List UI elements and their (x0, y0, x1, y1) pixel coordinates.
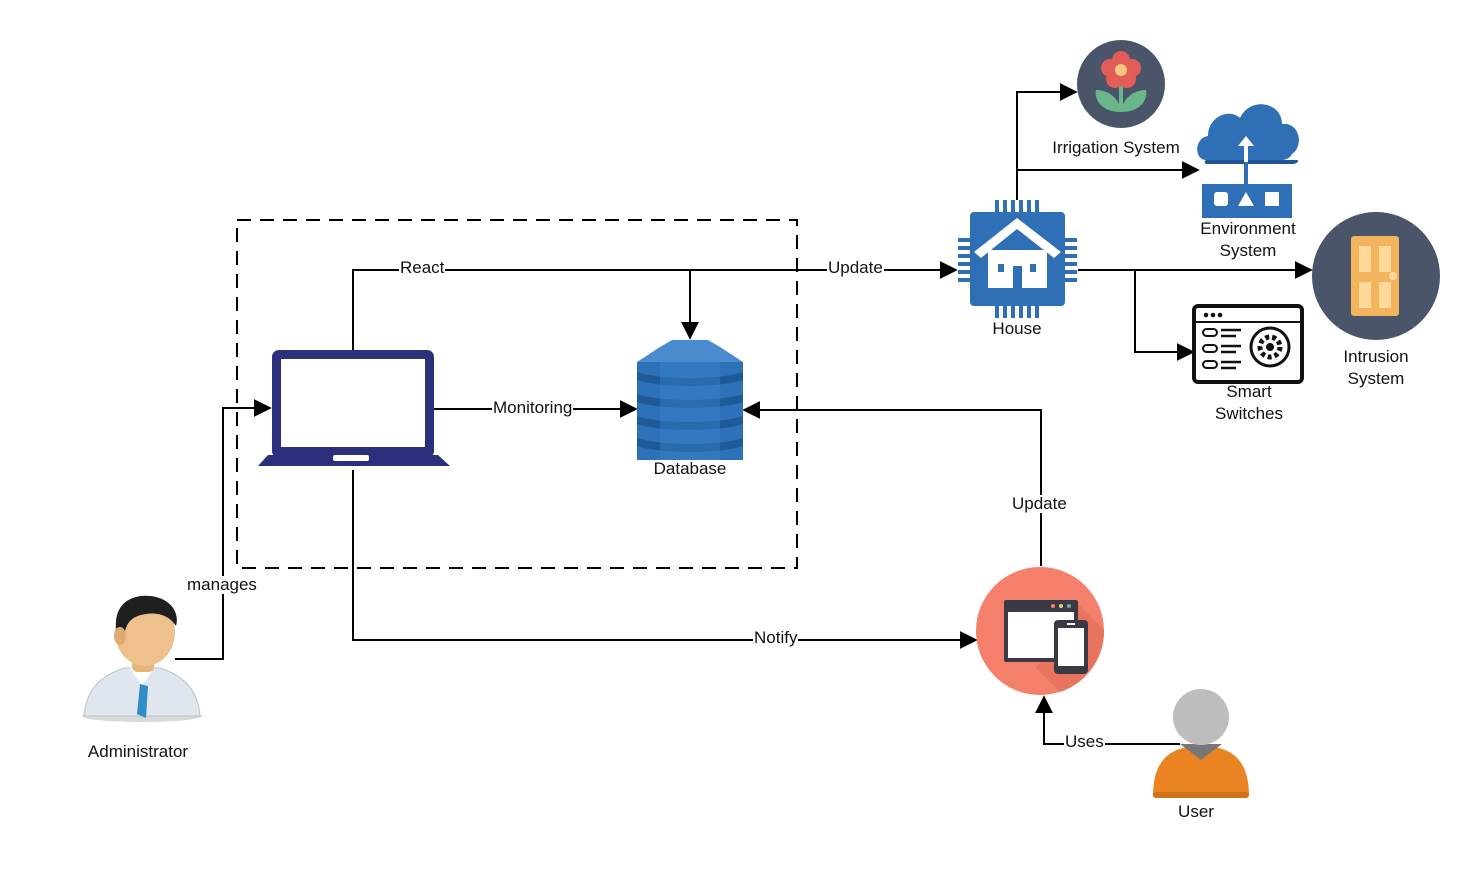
edge-notify (352, 470, 978, 649)
edge-label-react: React (399, 258, 446, 277)
house-chip-icon (958, 200, 1077, 318)
switches-label-line2: Switches (1214, 404, 1284, 423)
laptop-icon (258, 350, 450, 466)
edge-manages (175, 399, 272, 660)
browser-mobile-icon (976, 567, 1105, 695)
switches-label: Smart Switches (1189, 381, 1309, 425)
edge-label-notify: Notify (753, 628, 799, 647)
edge-label-update-house: Update (827, 258, 884, 277)
edge-label-uses: Uses (1064, 732, 1105, 751)
edge-label-monitoring: Monitoring (492, 398, 574, 417)
control-panel-icon (1192, 304, 1304, 384)
environment-label-line1: Environment (1200, 219, 1296, 238)
house-label: House (992, 319, 1042, 338)
environment-label-line2: System (1219, 241, 1277, 260)
edge-update-database (742, 401, 1042, 566)
flower-icon (1077, 40, 1165, 128)
user-label: User (1178, 802, 1214, 821)
switches-label-line1: Smart (1226, 382, 1272, 401)
edge-house-irrigation (1016, 83, 1078, 200)
database-label: Database (653, 459, 727, 478)
user-icon (1153, 689, 1249, 798)
administrator-label: Administrator (87, 742, 189, 761)
irrigation-label: Irrigation System (1052, 138, 1180, 157)
intrusion-label-line2: System (1347, 369, 1405, 388)
edge-house-switches (1134, 270, 1195, 361)
cloud-upload-icon (1197, 104, 1299, 218)
edge-label-manages: manages (186, 575, 258, 594)
door-icon (1312, 212, 1440, 340)
intrusion-label-line1: Intrusion (1343, 347, 1409, 366)
system-boundary (236, 219, 798, 569)
edge-react (352, 261, 958, 350)
person-avatar-icon (82, 595, 202, 722)
environment-label: Environment System (1188, 218, 1308, 262)
intrusion-label: Intrusion System (1316, 346, 1436, 390)
edge-label-update-database: Update (1011, 494, 1068, 513)
edge-uses (1035, 695, 1180, 745)
database-icon (637, 340, 743, 460)
